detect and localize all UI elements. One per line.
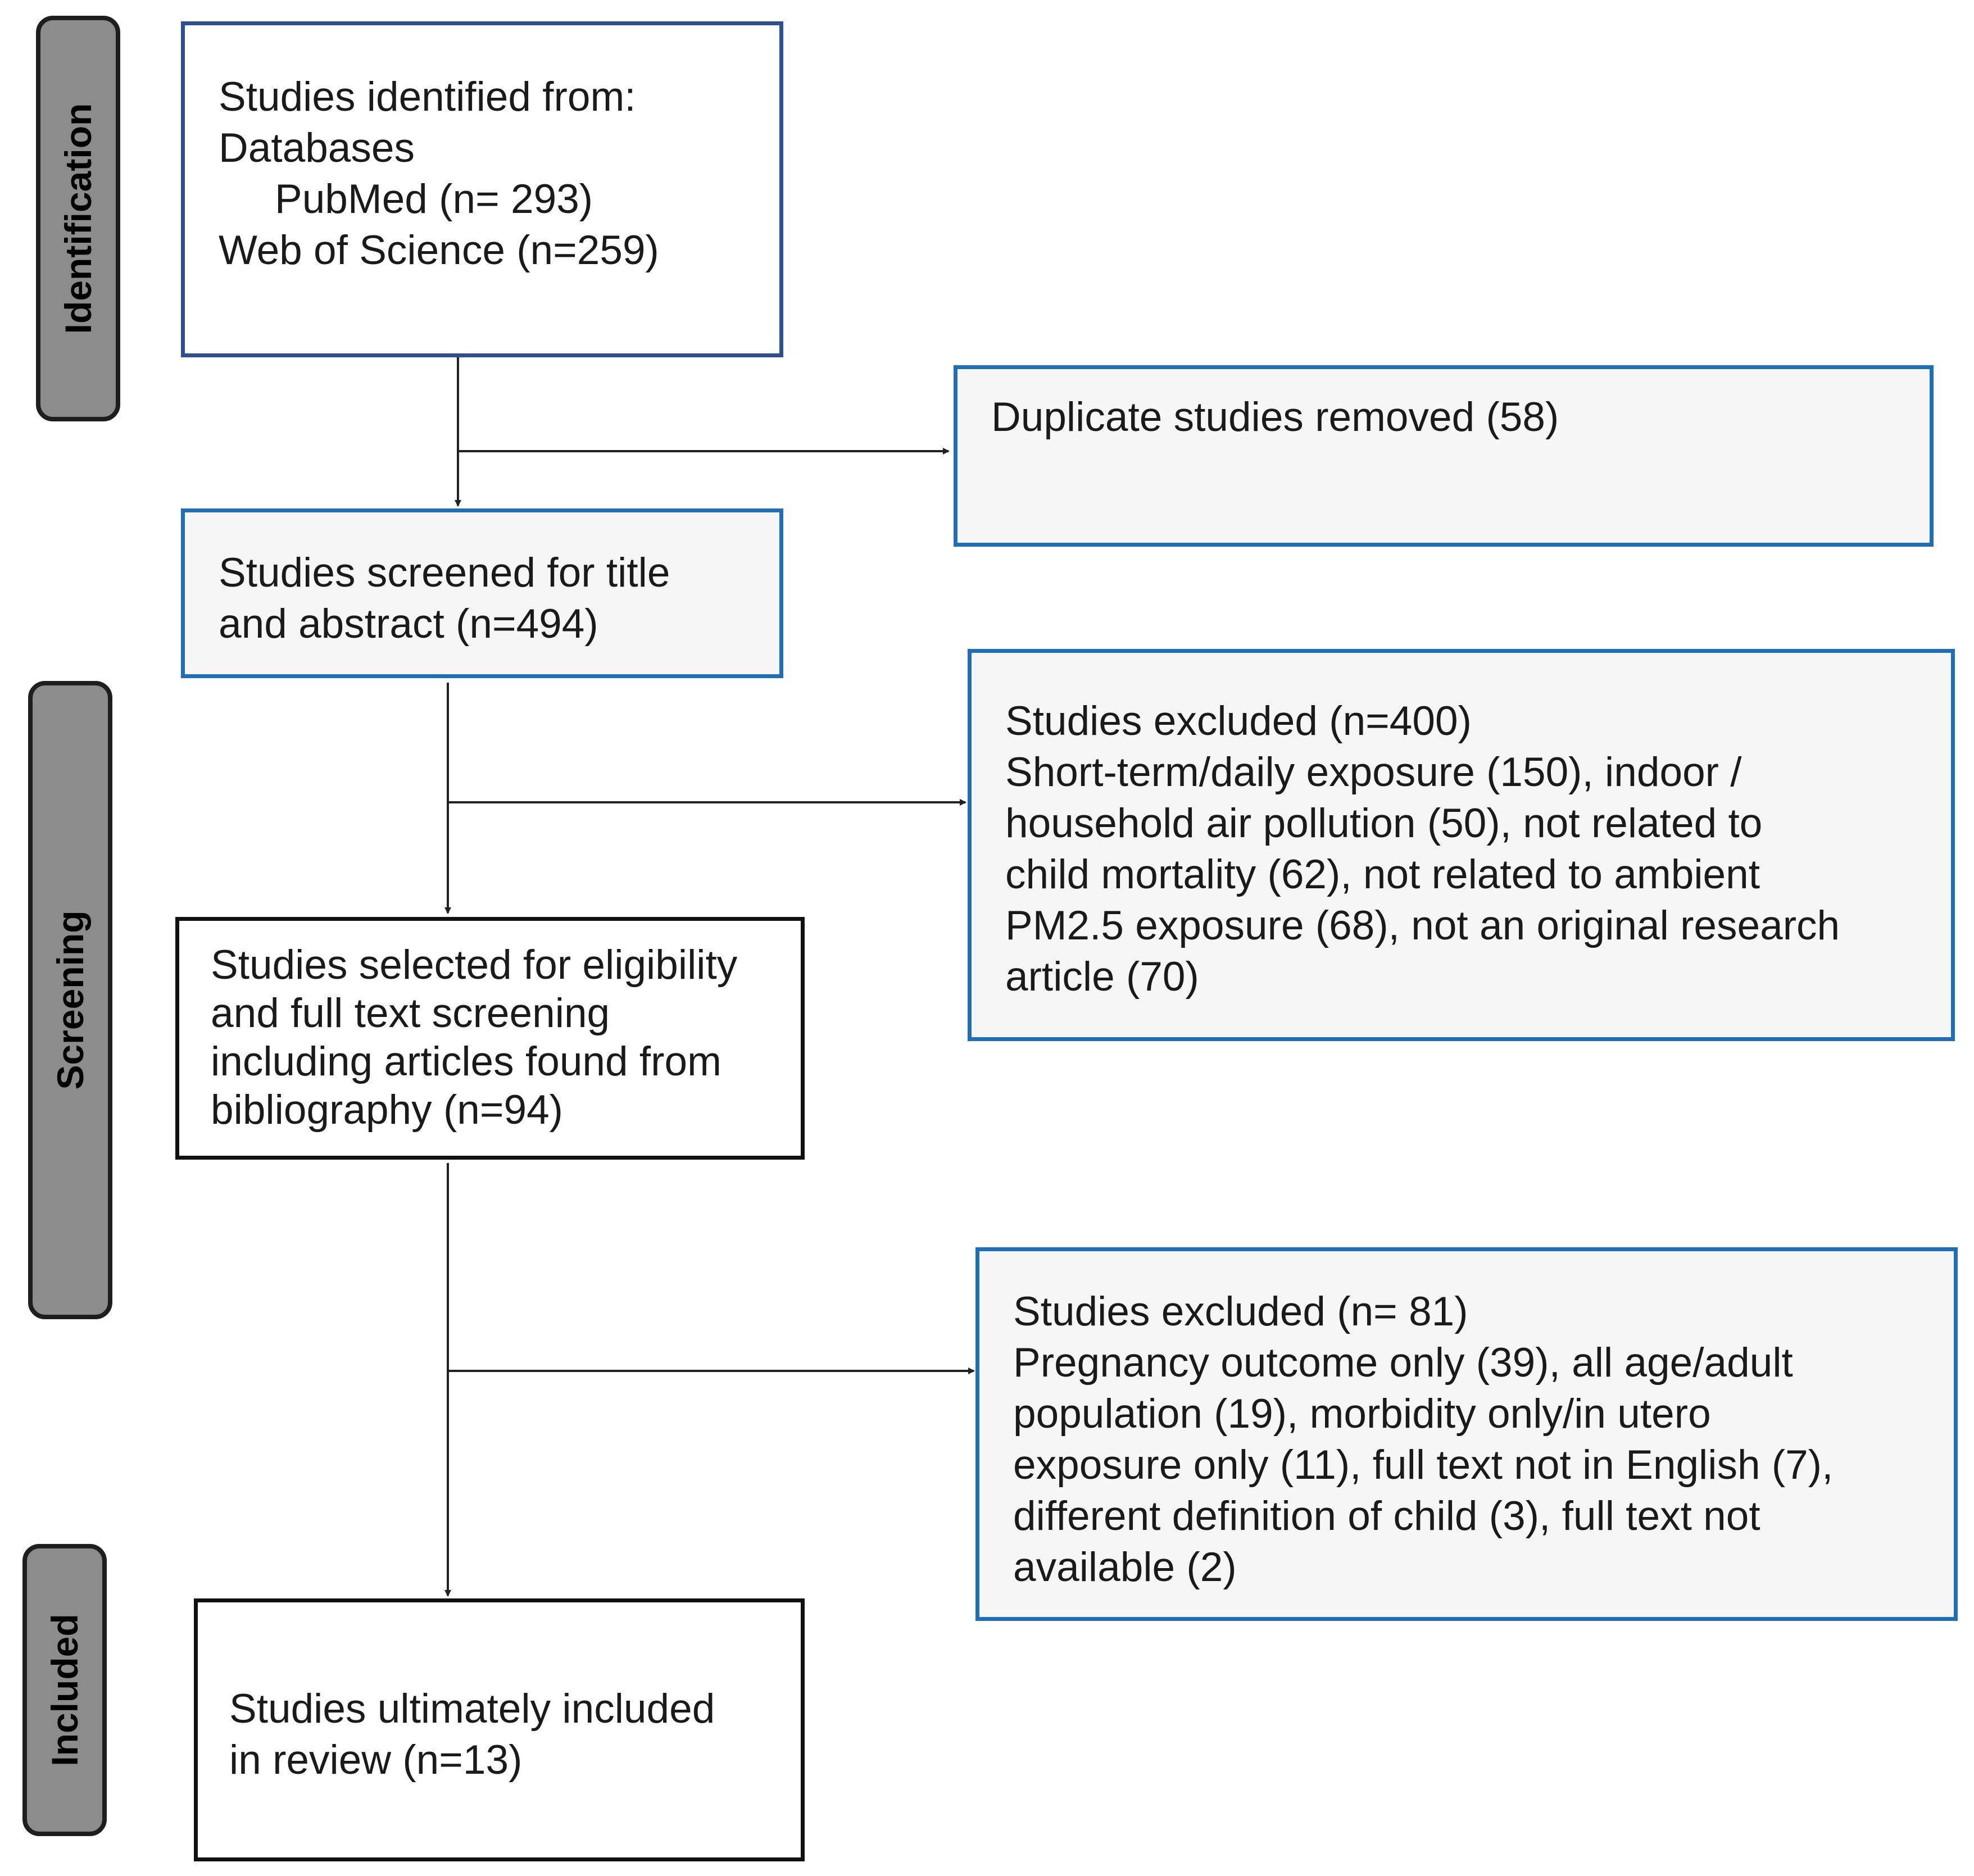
duplicates-box: Duplicate studies removed (58) bbox=[954, 365, 1934, 547]
excluded-fulltext-line: available (2) bbox=[1013, 1545, 1237, 1590]
excluded-screening-line: household air pollution (50), not relate… bbox=[1005, 801, 1763, 846]
eligibility-line: Studies selected for eligibility bbox=[211, 942, 738, 988]
eligibility-line: and full text screening bbox=[211, 991, 610, 1036]
excluded-fulltext-line: exposure only (11), full text not in Eng… bbox=[1013, 1442, 1834, 1488]
identified-line: Databases bbox=[219, 125, 415, 171]
excluded-screening-line: article (70) bbox=[1005, 954, 1199, 1000]
identified-box: Studies identified from: Databases PubMe… bbox=[181, 21, 783, 357]
screened-box: Studies screened for title and abstract … bbox=[181, 508, 783, 678]
screened-line: and abstract (n=494) bbox=[219, 601, 598, 647]
duplicates-line: Duplicate studies removed (58) bbox=[991, 394, 1559, 440]
excluded-fulltext-line: population (19), morbidity only/in utero bbox=[1013, 1391, 1711, 1437]
included-line: in review (n=13) bbox=[229, 1737, 523, 1783]
excluded-screening-line: child mortality (62), not related to amb… bbox=[1005, 852, 1760, 897]
excluded-fulltext-line: Pregnancy outcome only (39), all age/adu… bbox=[1013, 1340, 1793, 1386]
identified-line: Studies identified from: bbox=[219, 74, 636, 120]
excluded-screening-line: Short-term/daily exposure (150), indoor … bbox=[1005, 750, 1742, 795]
eligibility-line: including articles found from bbox=[211, 1039, 721, 1084]
stage-included: Included bbox=[22, 1544, 107, 1836]
identified-line: PubMed (n= 293) bbox=[275, 176, 593, 222]
stage-identification: Identification bbox=[36, 16, 120, 421]
excluded-fulltext-line: different definition of child (3), full … bbox=[1013, 1493, 1760, 1539]
identified-line: Web of Science (n=259) bbox=[219, 228, 659, 273]
excluded-screening-box: Studies excluded (n=400) Short-term/dail… bbox=[968, 649, 1955, 1041]
included-box: Studies ultimately included in review (n… bbox=[194, 1598, 805, 1861]
eligibility-box: Studies selected for eligibility and ful… bbox=[175, 917, 805, 1160]
screened-line: Studies screened for title bbox=[219, 550, 670, 596]
excluded-fulltext-line: Studies excluded (n= 81) bbox=[1013, 1289, 1468, 1334]
stage-label-screening: Screening bbox=[49, 910, 91, 1090]
stage-label-identification: Identification bbox=[57, 103, 99, 334]
excluded-screening-line: PM2.5 exposure (68), not an original res… bbox=[1005, 903, 1840, 948]
stage-label-included: Included bbox=[44, 1614, 85, 1766]
eligibility-line: bibliography (n=94) bbox=[211, 1087, 563, 1133]
excluded-fulltext-box: Studies excluded (n= 81) Pregnancy outco… bbox=[975, 1247, 1958, 1621]
excluded-screening-line: Studies excluded (n=400) bbox=[1005, 698, 1472, 744]
included-line: Studies ultimately included bbox=[229, 1686, 715, 1732]
stage-screening: Screening bbox=[28, 681, 112, 1319]
